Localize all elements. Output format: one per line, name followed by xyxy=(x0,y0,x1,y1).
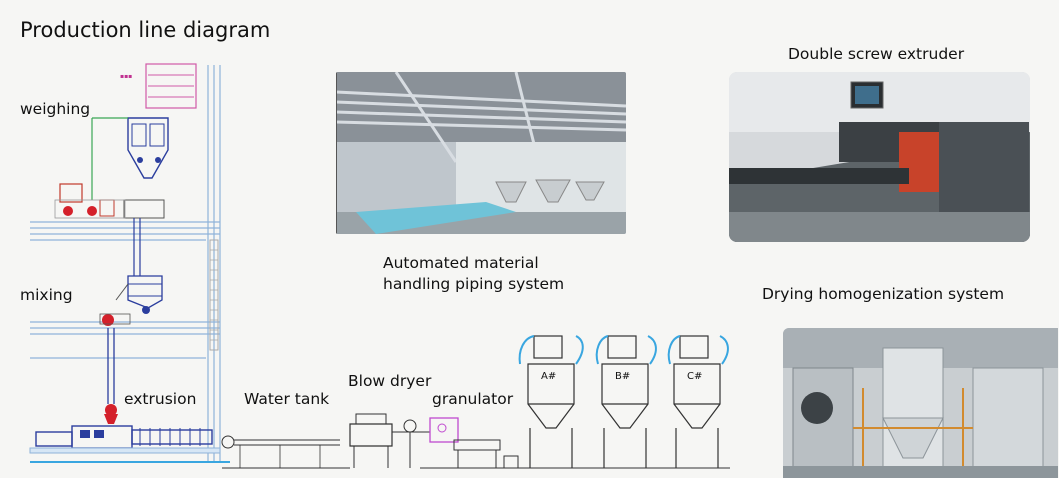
building-frame xyxy=(30,65,221,462)
weighing-station: ▪▪▪ xyxy=(54,63,197,219)
label-extrusion: extrusion xyxy=(124,390,197,408)
diagram-title: Production line diagram xyxy=(20,18,271,42)
label-bin-c: C# xyxy=(687,371,703,382)
label-bin-b: B# xyxy=(615,371,631,382)
label-granulator: granulator xyxy=(432,390,514,408)
extrusion-feed xyxy=(104,328,118,424)
extruder-caption: Double screw extruder xyxy=(788,45,965,63)
extruder-machine xyxy=(29,425,230,463)
storage-bin-c xyxy=(667,335,729,468)
piping-caption-line2: handling piping system xyxy=(383,275,565,293)
water-tank-unit xyxy=(221,435,350,469)
piping-system-photo xyxy=(336,72,626,234)
storage-bin-b xyxy=(595,335,657,468)
label-blow-dryer: Blow dryer xyxy=(348,372,432,390)
label-bin-a: A# xyxy=(541,371,557,382)
mixing-station xyxy=(99,218,163,326)
blow-dryer-unit xyxy=(349,413,430,468)
drying-system-photo xyxy=(783,328,1058,478)
granulator-unit xyxy=(420,417,520,469)
piping-caption-line1: Automated material xyxy=(383,254,539,272)
drying-caption: Drying homogenization system xyxy=(762,285,1005,303)
label-water-tank: Water tank xyxy=(244,390,330,408)
ladder xyxy=(209,239,219,351)
label-weighing: weighing xyxy=(20,100,91,118)
storage-bin-a xyxy=(518,335,584,468)
svg-text:▪▪▪: ▪▪▪ xyxy=(120,73,132,80)
label-mixing: mixing xyxy=(20,286,73,304)
extruder-photo xyxy=(729,72,1030,242)
